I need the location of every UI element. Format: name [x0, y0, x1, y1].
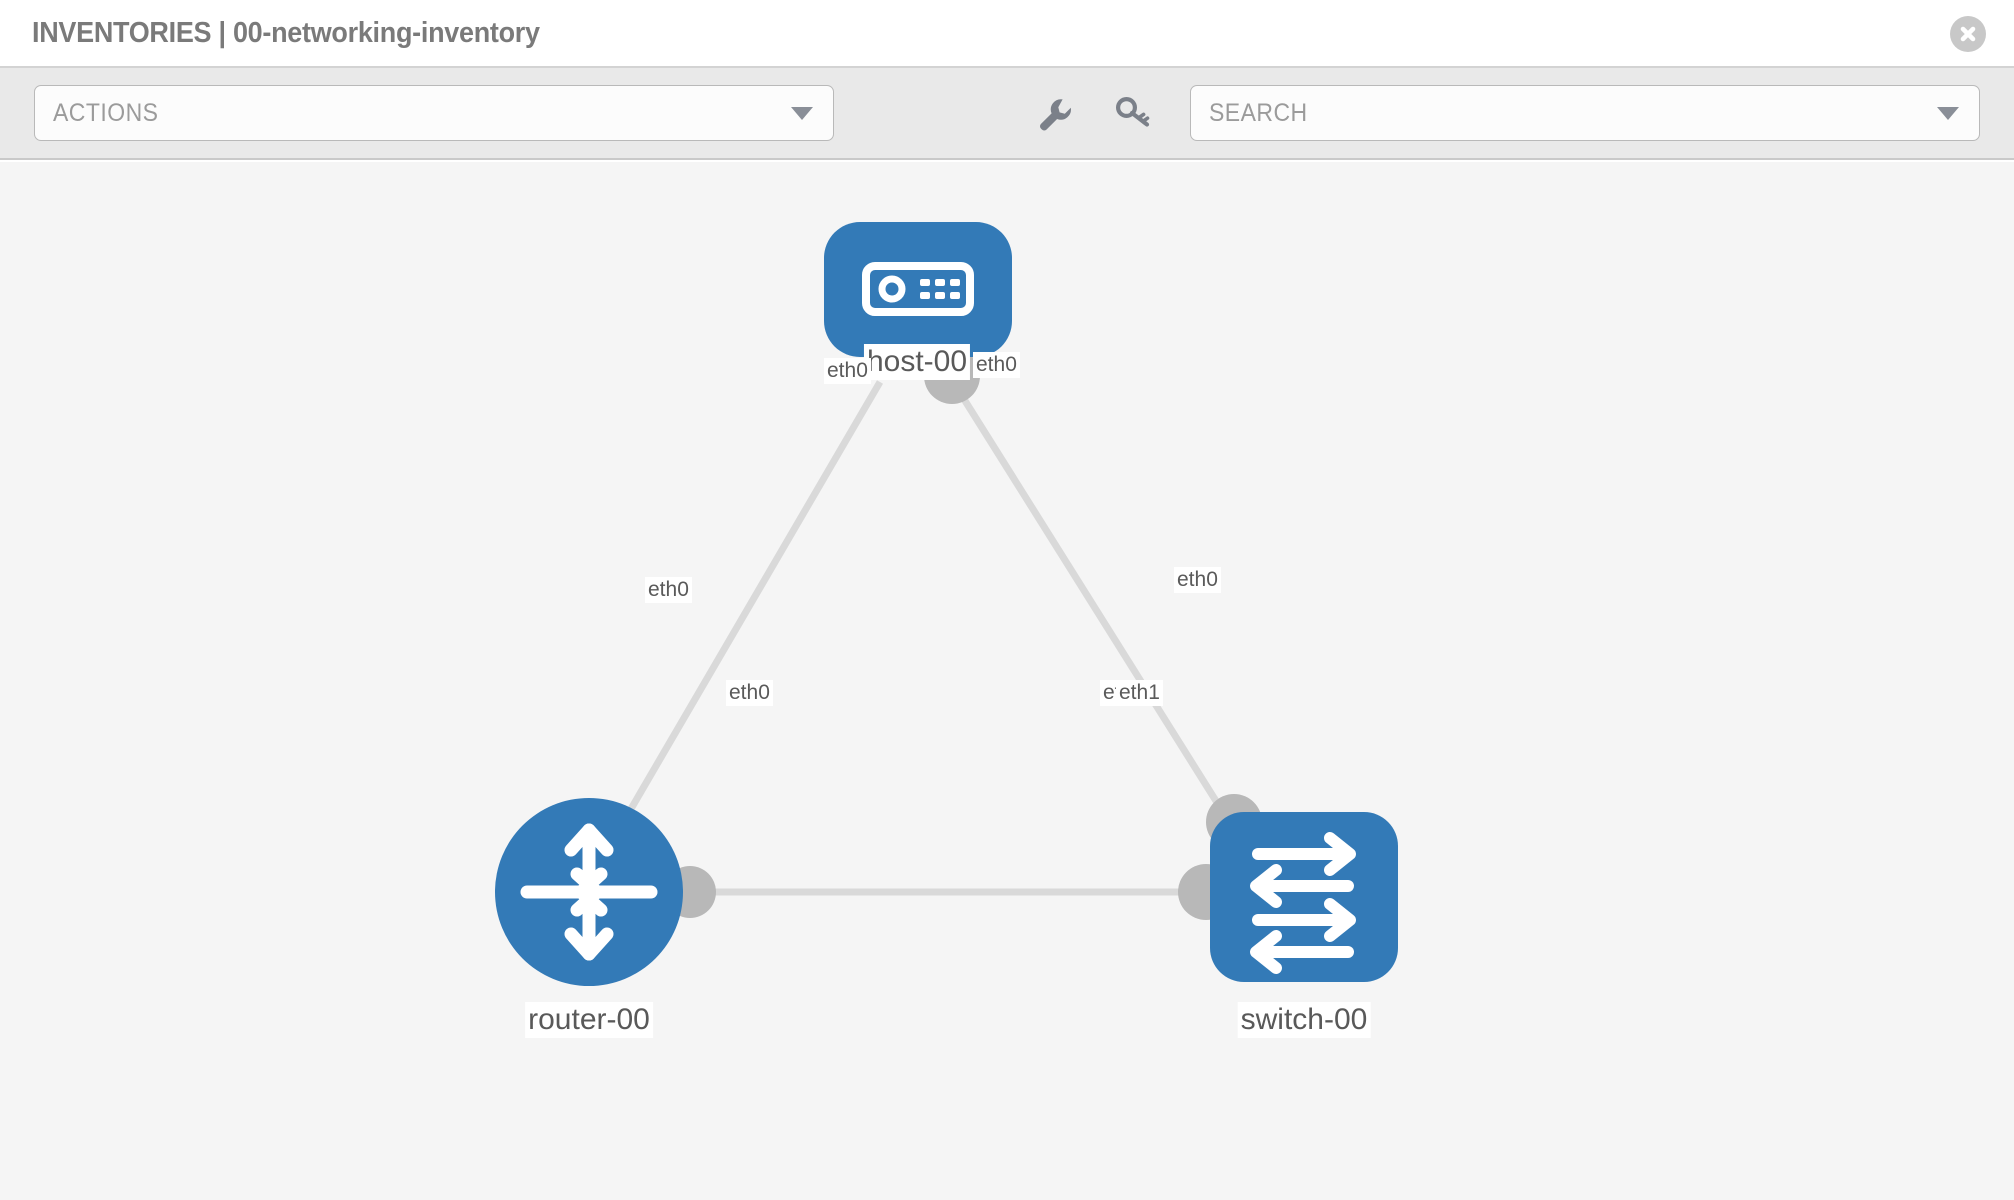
node-router-00 [495, 798, 683, 986]
link-label-eth0: eth0 [645, 577, 692, 603]
link-host-switch [949, 378, 1251, 854]
toolbar: ACTIONS [0, 68, 2014, 160]
link-label-eth0: eth0 [973, 352, 1020, 378]
node-host-00 [824, 222, 1012, 357]
search-placeholder-label: SEARCH [1209, 98, 1308, 127]
chevron-down-icon [791, 106, 813, 120]
node-label-host-00: host-00 [863, 344, 971, 380]
close-icon[interactable] [1950, 16, 1986, 52]
wrench-icon[interactable] [1030, 90, 1076, 136]
link-host-router [596, 380, 884, 864]
page-title: INVENTORIES | 00-networking-inventory [32, 16, 540, 49]
link-label-eth0: eth0 [726, 680, 773, 706]
topology-canvas[interactable]: host-00 router-00 switch-00 eth0 eth0 et… [0, 162, 2014, 1200]
search-input[interactable]: SEARCH [1190, 85, 1980, 141]
link-label-eth0: eth0 [1174, 567, 1221, 593]
topology-links [596, 378, 1251, 896]
page-header: INVENTORIES | 00-networking-inventory [0, 0, 2014, 68]
toolbar-icon-group [1030, 90, 1156, 136]
node-label-router-00: router-00 [525, 1002, 653, 1038]
topology-graph [495, 222, 1398, 986]
actions-dropdown[interactable]: ACTIONS [34, 85, 834, 141]
key-icon[interactable] [1110, 90, 1156, 136]
node-label-switch-00: switch-00 [1237, 1002, 1371, 1038]
link-label-eth0: eth0 [824, 358, 871, 384]
node-switch-00 [1210, 812, 1398, 982]
topology-connectors [664, 348, 1262, 920]
link-label-eth1: eth1 [1116, 680, 1163, 706]
chevron-down-icon [1937, 106, 1959, 120]
actions-dropdown-label: ACTIONS [53, 98, 159, 127]
